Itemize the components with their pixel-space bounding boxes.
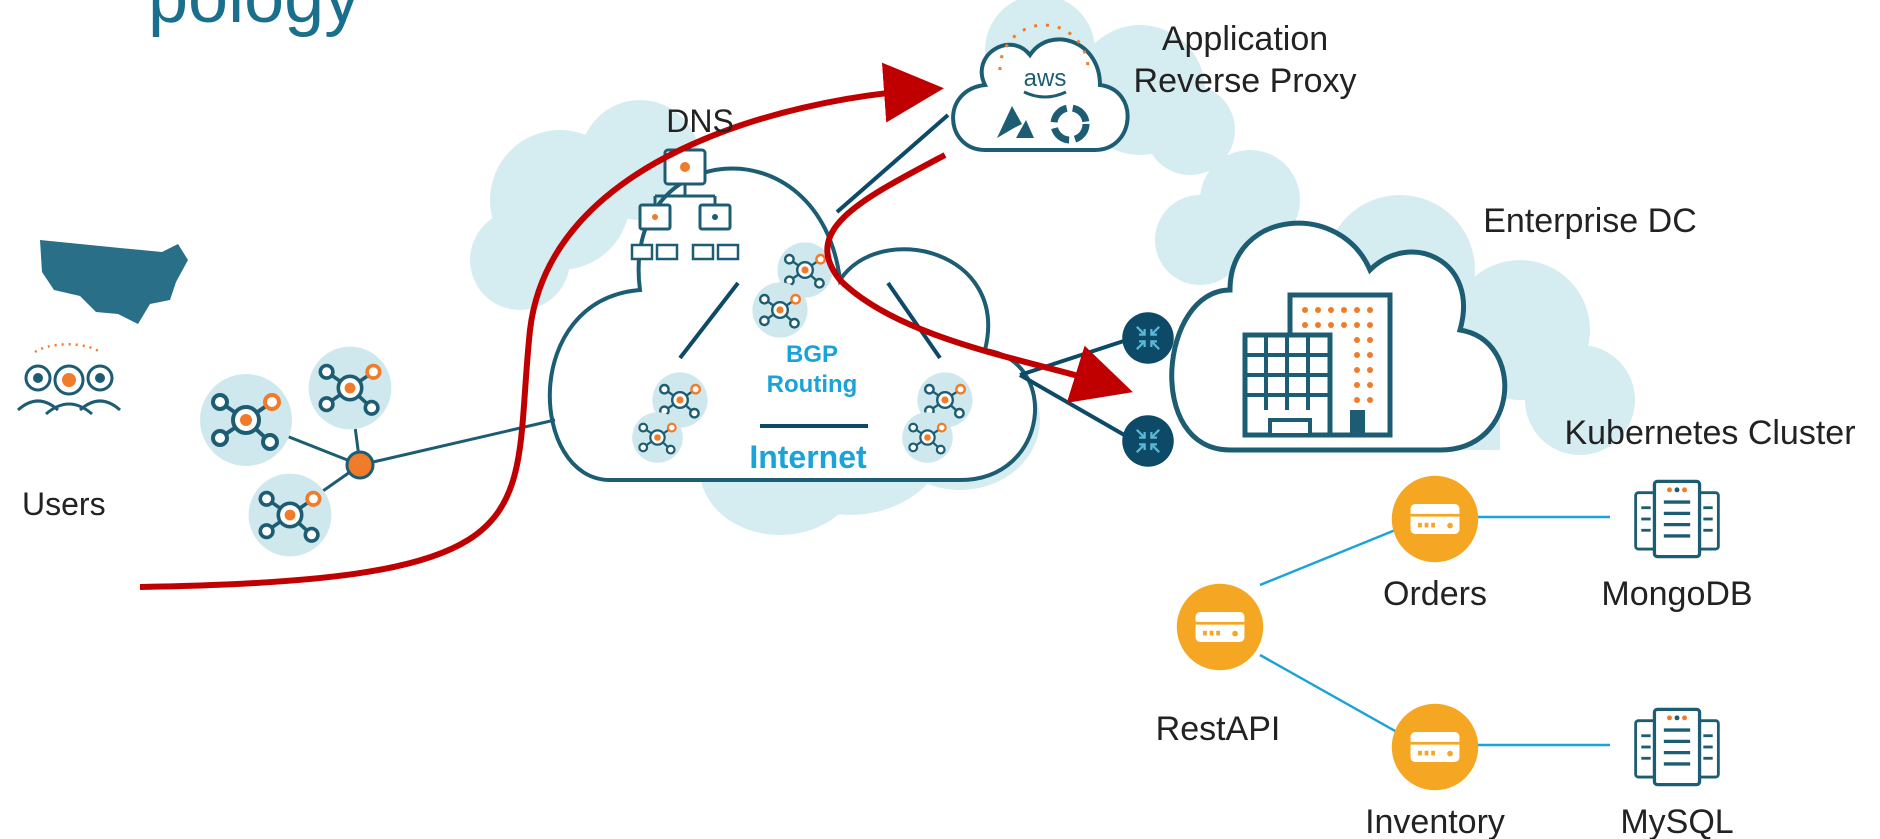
mongodb-label: MongoDB — [1601, 575, 1752, 613]
dns-label: DNS — [666, 103, 734, 139]
kubernetes-cluster-label: Kubernetes Cluster — [1564, 414, 1855, 452]
app-proxy-label-line1: Application — [1162, 20, 1328, 58]
mongodb-database-icon — [1633, 479, 1721, 559]
orders-service-icon — [1390, 474, 1480, 564]
dc-edge-router-bottom-icon — [1121, 414, 1175, 468]
dc-edge-router-top-icon — [1121, 311, 1175, 365]
us-map-icon — [40, 240, 188, 324]
aws-logo: aws — [1024, 65, 1067, 92]
request-flow-arrow-to-dc — [824, 152, 1133, 403]
bgp-routing-label-line2: Routing — [767, 371, 858, 398]
user-network-icon-3 — [246, 471, 334, 559]
enterprise-building-icon — [1242, 292, 1393, 438]
request-flow-arrow-to-proxy — [139, 62, 944, 590]
user-network-icon-1 — [198, 372, 294, 468]
orders-label: Orders — [1383, 575, 1487, 613]
enterprise-dc-label: Enterprise DC — [1483, 202, 1697, 240]
bgp-routing-label-line1: BGP — [786, 341, 838, 368]
users-label: Users — [22, 486, 106, 522]
app-proxy-label-line2: Reverse Proxy — [1134, 62, 1357, 100]
restapi-service-icon — [1175, 582, 1265, 672]
user-network-icon-2 — [306, 344, 394, 432]
internet-network-icon-left-2 — [631, 411, 684, 464]
mysql-database-icon — [1633, 707, 1721, 787]
user-network-hub — [345, 450, 375, 480]
internet-network-icon-right-2 — [901, 411, 954, 464]
cloud-provider-logos: aws — [997, 23, 1090, 144]
user-group-icon — [16, 343, 122, 416]
azure-icon — [997, 106, 1034, 138]
kubernetes-links — [1259, 515, 1610, 747]
internet-label: Internet — [749, 439, 867, 475]
inventory-label: Inventory — [1365, 803, 1505, 839]
restapi-label: RestAPI — [1156, 710, 1281, 748]
page-title-fragment: pology — [148, 0, 360, 38]
mysql-label: MySQL — [1620, 803, 1733, 839]
internet-network-icon-top-2 — [751, 281, 809, 339]
inventory-service-icon — [1390, 702, 1480, 792]
recycle-icon — [1050, 104, 1090, 144]
dns-hierarchy-icon — [630, 148, 740, 261]
